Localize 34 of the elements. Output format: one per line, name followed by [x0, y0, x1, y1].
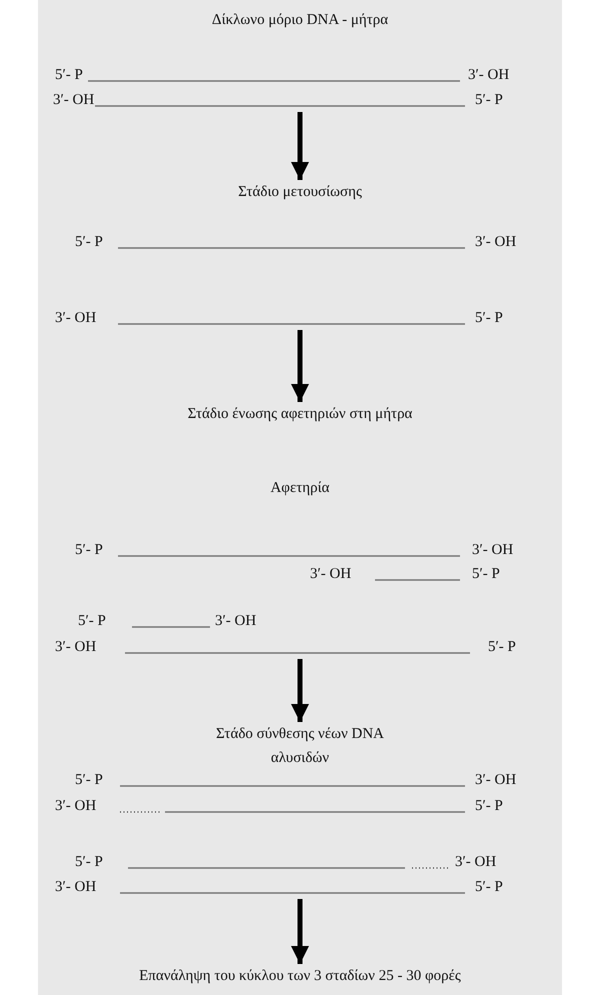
strand-end-label: 5′- P: [472, 565, 500, 583]
strand-end-label: 5′- P: [75, 853, 103, 871]
strand-end-label: 5′- P: [78, 612, 106, 630]
strand-end-label: 5′- P: [475, 797, 503, 815]
strand-end-label: 5′- P: [75, 233, 103, 251]
arrow: [291, 330, 309, 402]
strand-end-label: 3′- OH: [53, 91, 94, 109]
arrow: [291, 112, 309, 180]
strand-end-label: 5′- P: [475, 309, 503, 327]
strand-end-label: 3′- OH: [55, 797, 96, 815]
strand-end-label: 5′- P: [55, 66, 83, 84]
strand-end-label: 3′- OH: [475, 233, 516, 251]
strand-end-label: 3′- OH: [55, 638, 96, 656]
strand-end-label: 3′- OH: [468, 66, 510, 84]
stage-label: Στάδιο ένωσης αφετηριών στη μήτρα: [185, 402, 415, 426]
stage-label: Επανάληψη του κύκλου των 3 σταδίων 25 - 30 φορές: [80, 964, 520, 988]
diagram-title: Δίκλωνο μόριο DNA - μήτρα: [210, 11, 390, 30]
strand-end-label: 5′- P: [475, 91, 503, 109]
strand-end-label: 5′- P: [475, 878, 503, 896]
strand-end-label: 5′- P: [75, 771, 103, 789]
strand-end-label: 3′- OH: [475, 771, 516, 789]
arrow: [291, 659, 309, 722]
strand-end-label: 3′- OH: [215, 612, 256, 630]
strand-end-label: 3′- OH: [472, 541, 514, 559]
strand-end-label: 3′- OH: [55, 309, 96, 327]
strand-end-label: 5′- P: [488, 638, 516, 656]
strand-end-label: 5′- P: [75, 541, 103, 559]
primer-label: Αφετηρία: [269, 479, 331, 498]
stage-label: Στάδο σύνθεσης νέων DNA αλυσιδών: [205, 722, 395, 770]
stage-label: Στάδιο μετουσίωσης: [200, 180, 400, 204]
strand-end-label: 3′- OH: [455, 853, 496, 871]
strand-end-label: 3′- OH: [55, 878, 96, 896]
arrow: [291, 899, 309, 964]
strand-end-label: 3′- OH: [310, 565, 352, 583]
